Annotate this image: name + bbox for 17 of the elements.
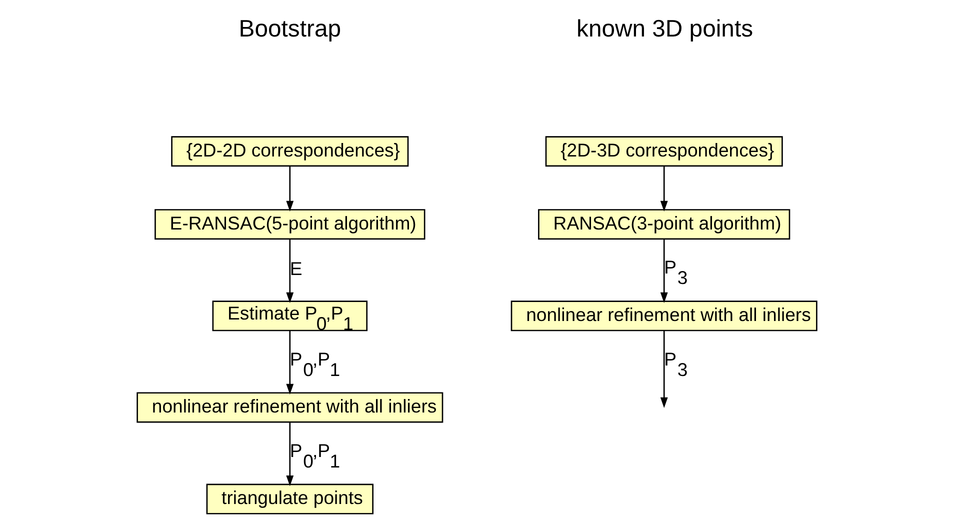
- node-box: nonlinear refinement with all inliers: [510, 300, 817, 332]
- node-box: RANSAC(3-point algorithm): [538, 209, 790, 240]
- arrow: [660, 330, 668, 408]
- arrow: [660, 166, 668, 212]
- label: known 3D points: [576, 15, 753, 42]
- arrow: [286, 239, 294, 303]
- node-box: nonlinear refinement with all inliers: [136, 392, 443, 423]
- arrow: [286, 166, 294, 212]
- node-box: {2D-2D correspondences}: [170, 136, 408, 167]
- arrow: [660, 239, 668, 303]
- edge-label: E: [289, 258, 302, 280]
- node-box: triangulate points: [206, 484, 373, 514]
- arrow: [286, 422, 294, 486]
- arrow: [286, 330, 294, 395]
- label: Bootstrap: [238, 15, 341, 42]
- node-box: {2D-3D correspondences}: [544, 136, 782, 167]
- node-box: E-RANSAC(5-point algorithm): [154, 209, 425, 240]
